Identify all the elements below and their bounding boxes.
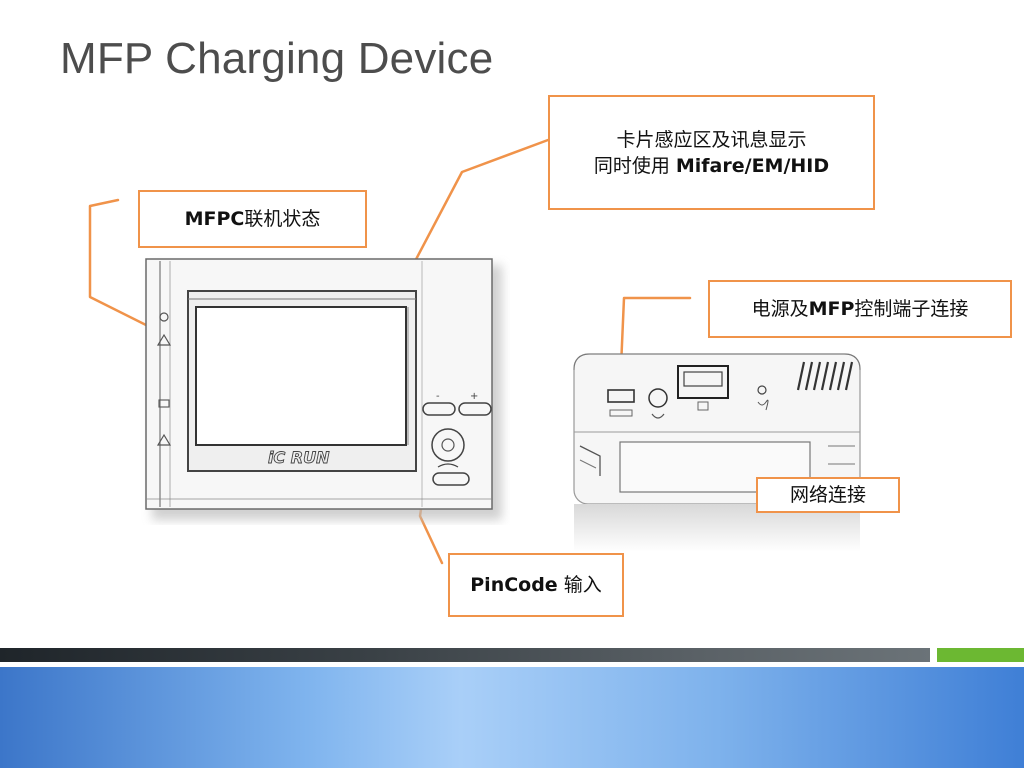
svg-text:+: + [470,391,478,402]
connector-status [88,198,148,327]
callout-pincode-text: PinCode 输入 [470,572,602,598]
slide-title: MFP Charging Device [60,34,494,83]
footer-dark-stripe [0,648,930,662]
callout-power-text2: 控制端子连接 [854,298,969,320]
device-front-image: iC RUN - + [140,255,510,525]
callout-pincode-bold: PinCode [470,574,558,596]
footer-blue-band [0,667,1024,768]
callout-power-text1: 电源及 [751,298,809,320]
callout-power-text: 电源及MFP控制端子连接 [752,296,969,322]
callout-power-connection: 电源及MFP控制端子连接 [708,280,1012,338]
callout-power-bold: MFP [808,298,855,320]
callout-status-text: MFPC联机状态 [185,206,321,232]
callout-connection-status: MFPC联机状态 [138,190,367,248]
callout-card-line2: 同时使用 Mifare/EM/HID [594,153,829,179]
callout-card-reader: 卡片感应区及讯息显示 同时使用 Mifare/EM/HID [548,95,875,210]
callout-network-connection: 网络连接 [756,477,900,513]
callout-status-label: 联机状态 [244,208,321,230]
callout-pincode-input: PinCode 输入 [448,553,624,617]
callout-pincode-label: 输入 [557,574,602,596]
footer-green-stripe [937,648,1024,662]
callout-card-line2-bold: Mifare/EM/HID [675,154,830,177]
callout-card-line1: 卡片感应区及讯息显示 [616,128,807,151]
callout-network-text: 网络连接 [789,484,866,506]
svg-text:-: - [436,391,440,402]
device-brand-label: iC RUN [268,448,330,467]
callout-card-line2-prefix: 同时使用 [593,154,676,177]
callout-status-bold: MFPC [184,208,245,230]
device-rear-image [570,350,865,555]
